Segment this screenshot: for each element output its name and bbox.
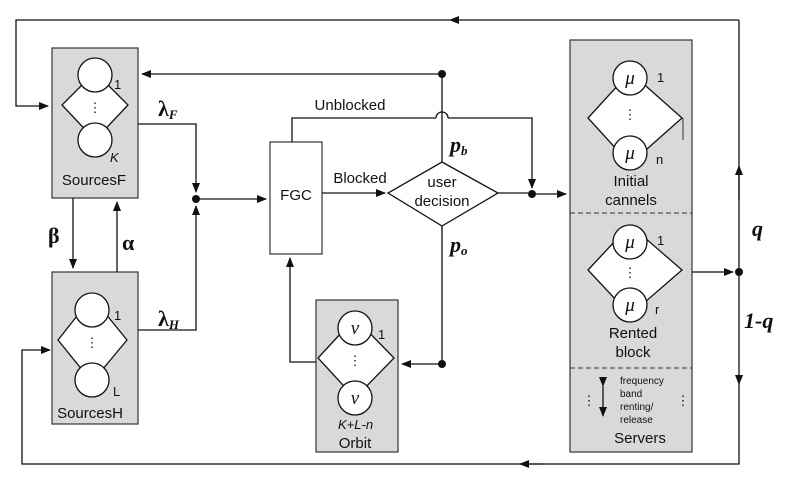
decision-label-line1: user — [427, 174, 456, 191]
renting-line2: band — [620, 389, 642, 400]
q-junction — [735, 268, 743, 276]
orbit-to-fgc — [286, 257, 316, 363]
sources-h-label: SourcesH — [57, 405, 123, 422]
sources-h-server-1 — [74, 292, 110, 328]
lambda-f-label: λF — [158, 96, 178, 122]
orbit-ellipsis: ⋮ — [349, 353, 362, 368]
initial-ellipsis: ⋮ — [624, 107, 637, 122]
lambda-f-path — [138, 123, 200, 193]
orbit-symbol-bottom: v — [351, 388, 360, 409]
orbit-symbol-top: v — [351, 318, 360, 339]
initial-index-bottom: n — [656, 152, 663, 167]
unblocked-label: Unblocked — [315, 97, 386, 114]
q-label: q — [752, 216, 763, 241]
rented-symbol-bottom: μ — [624, 295, 635, 316]
one-minus-q-label: 1-q — [744, 308, 773, 333]
sources-h-ellipsis: ⋮ — [86, 335, 99, 350]
sources-h-index-bottom: L — [113, 384, 120, 399]
initial-label-line1: Initial — [613, 173, 648, 190]
unblocked-path-right — [448, 117, 536, 189]
sources-h-server-l — [74, 362, 110, 398]
sources-f-server-1 — [77, 57, 113, 93]
lambda-h-label: λH — [158, 306, 180, 332]
rented-channel-1 — [612, 224, 648, 260]
orbit-index-top: 1 — [378, 327, 385, 342]
sources-f-ellipsis: ⋮ — [89, 100, 102, 115]
orbit-server-last — [337, 380, 373, 416]
decision-label-line2: decision — [414, 193, 469, 210]
rented-index-bottom: r — [655, 302, 660, 317]
rented-index-top: 1 — [657, 233, 664, 248]
unblocked-path-left — [291, 117, 436, 142]
renting-ellipsis-left: ⋮ — [583, 393, 596, 408]
sources-f-label: SourcesF — [62, 172, 126, 189]
rented-channel-r — [612, 287, 648, 323]
initial-symbol-top: μ — [624, 68, 635, 89]
rented-label-line1: Rented — [609, 325, 657, 342]
servers-label: Servers — [614, 430, 666, 447]
orbit-label: Orbit — [339, 435, 372, 452]
initial-symbol-bottom: μ — [624, 143, 635, 164]
beta-label: β — [48, 223, 60, 248]
renting-line3: renting/ — [620, 402, 654, 413]
rented-symbol-top: μ — [624, 232, 635, 253]
top-return-to-sources-f — [15, 19, 450, 110]
initial-channel-1 — [612, 60, 648, 96]
sources-h-index-top: 1 — [114, 308, 121, 323]
po-label: po — [448, 232, 468, 258]
sources-f-index-bottom: K — [110, 150, 120, 165]
sources-f-index-top: 1 — [114, 77, 121, 92]
bottom-return-to-sources-h — [21, 346, 530, 465]
fgc-label: FGC — [280, 187, 312, 204]
initial-channel-n — [612, 135, 648, 171]
rented-label-line2: block — [615, 344, 651, 361]
renting-line1: frequency — [620, 376, 664, 387]
pb-label: pb — [448, 132, 468, 158]
blocked-label: Blocked — [333, 170, 386, 187]
rented-ellipsis: ⋮ — [624, 265, 637, 280]
renting-line4: release — [620, 415, 653, 426]
orbit-server-1 — [337, 310, 373, 346]
fgc-block — [269, 141, 323, 255]
sources-f-server-k — [77, 122, 113, 158]
initial-index-top: 1 — [657, 70, 664, 85]
initial-label-line2: cannels — [605, 192, 657, 209]
bottom-return-right — [530, 384, 740, 465]
lambda-h-path — [138, 205, 200, 331]
renting-ellipsis-right: ⋮ — [677, 393, 690, 408]
alpha-label: α — [122, 230, 135, 255]
orbit-index-bottom: K+L-n — [338, 417, 373, 432]
